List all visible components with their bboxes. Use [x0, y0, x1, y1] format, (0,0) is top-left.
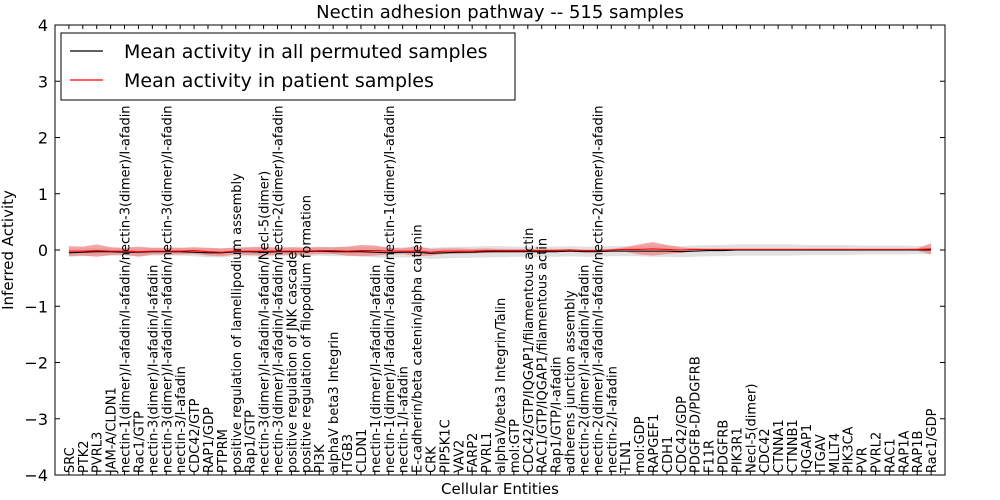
- x-category-label: IQGAP1: [800, 424, 815, 473]
- x-category-label: E-cadherin/beta catenin/alpha catenin: [411, 224, 426, 473]
- x-category-label: PIP5K1C: [438, 419, 453, 473]
- x-category-label: TLN1: [619, 440, 634, 474]
- x-category-label: nectin-1/I-afadin: [397, 366, 412, 473]
- x-axis-category-labels: SRCPTK2PVRL3JAM-A/CLDN1nectin-1(dimer)/I…: [63, 105, 940, 474]
- x-category-label: nectin-3/I-afadin: [174, 366, 189, 473]
- y-tick-label: −3: [24, 410, 48, 429]
- legend: Mean activity in all permuted samples Me…: [60, 32, 516, 101]
- x-axis-ticks: [68, 25, 932, 475]
- x-category-label: nectin-1(dimer)/I-afadin/I-afadin/nectin…: [383, 105, 398, 473]
- x-category-label: Rap1/GTP/I-afadin: [550, 356, 565, 473]
- x-category-label: Rac1/GTP: [132, 411, 147, 473]
- x-category-label: PDGFB-D/PDGFRB: [689, 356, 704, 473]
- x-category-label: PVRL2: [869, 432, 884, 473]
- y-tick-label: −1: [24, 297, 48, 316]
- x-category-label: positive regulation of JNK cascade: [285, 252, 300, 473]
- x-category-label: positive regulation of filopodium format…: [299, 195, 314, 473]
- series-lines: [68, 248, 932, 254]
- x-category-label: nectin-2/I-afadin: [605, 366, 620, 473]
- y-tick-label: 1: [38, 185, 48, 204]
- x-category-label: alphaV beta3 Integrin: [327, 332, 342, 473]
- x-category-label: PDGFRB: [717, 420, 732, 473]
- chart-title: Nectin adhesion pathway -- 515 samples: [316, 2, 684, 23]
- x-category-label: positive regulation of lamellipodium ass…: [230, 173, 245, 473]
- y-tick-label: −4: [24, 466, 48, 485]
- x-category-label: RAC1/GTP/IQGAP1/filamentous actin: [536, 238, 551, 473]
- y-axis-ticks: −4 −3 −2 −1 0 1 2 3 4: [24, 16, 945, 485]
- y-tick-label: −2: [24, 354, 48, 373]
- x-category-label: CLDN1: [355, 429, 370, 473]
- x-category-label: MLLT4: [828, 433, 843, 473]
- x-category-label: CTNNB1: [786, 419, 801, 473]
- x-category-label: CTNNA1: [772, 419, 787, 473]
- legend-label-permuted: Mean activity in all permuted samples: [124, 41, 487, 63]
- x-category-label: PVRL1: [480, 432, 495, 473]
- legend-label-patient: Mean activity in patient samples: [124, 70, 434, 92]
- y-tick-label: 3: [38, 72, 48, 91]
- x-category-label: Rap1/GTP: [244, 410, 259, 473]
- x-category-label: nectin-1(dimer)/I-afadin/I-afadin: [369, 265, 384, 473]
- x-category-label: nectin-3(dimer)/I-afadin/I-afadin/Necl-5…: [258, 171, 273, 473]
- x-category-label: mol:GDP: [633, 416, 648, 473]
- x-category-label: nectin-2(dimer)/I-afadin/I-afadin/nectin…: [591, 105, 606, 473]
- band-series-1: [68, 242, 932, 257]
- x-category-label: PTPRM: [216, 429, 231, 473]
- x-category-label: FARP2: [466, 433, 481, 473]
- x-category-label: RAC1: [883, 438, 898, 473]
- x-category-label: nectin-1(dimer)/I-afadin/I-afadin/nectin…: [119, 105, 134, 473]
- y-tick-label: 0: [38, 241, 48, 260]
- y-axis-title: Inferred Activity: [0, 190, 17, 310]
- x-category-label: PTK2: [77, 440, 92, 473]
- x-category-label: CRK: [424, 446, 439, 473]
- x-category-label: CDH1: [661, 436, 676, 473]
- x-category-label: Rac1/GDP: [925, 408, 940, 473]
- y-tick-label: 4: [38, 16, 48, 35]
- x-category-label: ITGAV: [814, 434, 829, 473]
- x-category-label: adherens junction assembly: [564, 290, 579, 473]
- x-category-label: PI3K: [313, 444, 328, 473]
- x-category-label: alphaV/beta3 Integrin/Talin: [494, 298, 509, 473]
- x-category-label: PVRL3: [91, 432, 106, 473]
- x-category-label: F11R: [703, 440, 718, 473]
- x-category-label: JAM-A/CLDN1: [105, 387, 120, 474]
- y-tick-label: 2: [38, 129, 48, 148]
- x-category-label: CDC42: [758, 428, 773, 473]
- x-category-label: SRC: [63, 447, 78, 473]
- x-category-label: mol:GTP: [508, 419, 523, 473]
- x-category-label: nectin-2(dimer)/I-afadin/I-afadin: [577, 265, 592, 473]
- x-category-label: PIK3R1: [730, 427, 745, 473]
- x-category-label: RAPGEF1: [647, 414, 662, 473]
- x-category-label: ITGB3: [341, 434, 356, 473]
- x-category-label: Necl-5(dimer): [744, 384, 759, 473]
- x-category-label: CDC42/GTP: [188, 398, 203, 473]
- x-category-label: nectin-3(dimer)/I-afadin/I-afadin/nectin…: [272, 105, 287, 473]
- x-category-label: nectin-3(dimer)/I-afadin/I-afadin/nectin…: [160, 105, 175, 473]
- x-category-label: VAV2: [452, 440, 467, 473]
- line-series-0: [68, 249, 932, 254]
- x-category-label: CDC42/GTP/IQGAP1/filamentous actin: [522, 228, 537, 473]
- x-category-label: RAP1/GDP: [202, 407, 217, 473]
- x-category-label: PVR: [856, 447, 871, 473]
- x-category-label: PIK3CA: [842, 426, 857, 473]
- line-series-1: [68, 248, 932, 253]
- x-category-label: CDC42/GDP: [675, 396, 690, 473]
- legend-box: [60, 32, 516, 101]
- x-category-label: RAP1A: [897, 430, 912, 473]
- x-category-label: nectin-3(dimer)/I-afadin/I-afadin: [146, 265, 161, 473]
- x-category-label: RAP1B: [911, 431, 926, 473]
- x-axis-title: Cellular Entities: [441, 480, 559, 498]
